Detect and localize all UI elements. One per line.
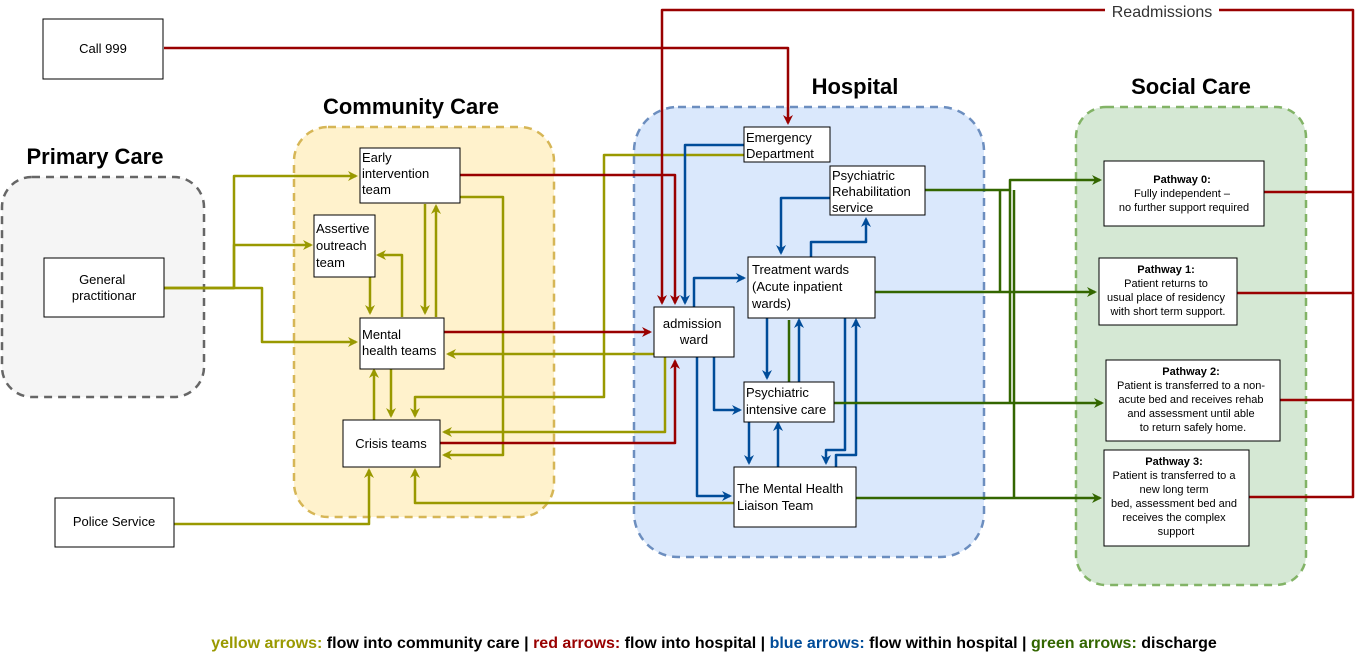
social-care-title: Social Care [1131,74,1251,99]
police-service-label: Police Service [73,514,155,529]
legend-green-desc: discharge [1137,635,1217,652]
arrow-rehab-to-treatment [776,196,830,255]
legend-blue-key: blue arrows: [770,635,865,652]
gp-box [43,257,165,318]
community-care-title: Community Care [323,94,499,119]
arrow-liaison-to-treatment [834,318,861,467]
pathway-0-text: Pathway 0: Fully independent – no furthe… [1119,170,1249,214]
hospital-title: Hospital [812,74,899,99]
assertive-outreach-box [313,214,376,278]
arrow-call999-to-ed [164,46,793,125]
emergency-department-box [743,126,831,163]
arrow-early-to-crisis [442,195,505,460]
psychiatric-rehabilitation-label: Psychiatric Rehabilitation service [832,168,914,215]
call-999-box [42,18,164,80]
legend-red-key: red arrows: [533,635,620,652]
legend-red-desc: flow into hospital [620,635,756,652]
legend-green-key: green arrows: [1031,635,1137,652]
assertive-outreach-label: Assertive outreach team [316,221,373,270]
pathway-3-box [1103,449,1250,547]
arrow-crisis-to-admission [440,359,680,445]
pathway-2-text: Pathway 2: Patient is transferred to a n… [1117,362,1269,434]
treatment-wards-label: Treatment wards (Acute inpatient wards) [751,262,853,311]
pathway-0-box [1103,160,1265,227]
legend-sep-3: | [1018,635,1031,652]
legend-sep-2: | [756,635,769,652]
early-intervention-label: Early intervention team [362,150,433,197]
pathway-1-text: Pathway 1: Patient returns to usual plac… [1107,260,1229,318]
treatment-wards-box [747,256,876,319]
liaison-team-label: The Mental Health Liaison Team [737,481,847,513]
arrow-admission-to-liaison [695,357,732,501]
arrow-treatment-to-liaison [821,318,847,465]
pathway-1-box [1098,257,1238,326]
pathway-2-box [1105,359,1281,442]
psychiatric-intensive-care-label: Psychiatric intensive care [746,385,826,417]
mental-health-teams-box [359,317,445,370]
psychiatric-rehabilitation-box [829,165,926,216]
arrow-admission-to-picu [712,357,742,415]
arrow-readmissions [657,8,1355,305]
legend: yellow arrows: flow into community care … [211,635,1217,652]
primary-care-title: Primary Care [27,144,164,169]
arrow-admission-to-crisis [442,357,667,437]
call-999-label: Call 999 [79,41,127,56]
arrow-ed-to-admission [680,143,744,305]
admission-ward-box [653,306,735,358]
pathway-3-text: Pathway 3: Patient is transferred to a n… [1111,452,1241,538]
mental-health-teams-label: Mental health teams [362,327,437,358]
psychiatric-intensive-care-box [743,381,835,423]
arrow-admission-to-treatment [692,273,746,307]
admission-ward-label: admission ward [663,316,725,347]
arrow-early-to-admission [460,173,680,305]
readmissions-label: Readmissions [1112,4,1212,21]
arrow-liaison-to-crisis [410,468,734,505]
liaison-team-box [733,466,857,528]
arrow-gp-to-mht [164,286,358,347]
legend-blue-desc: flow within hospital [865,635,1018,652]
arrow-readm-p3 [1249,400,1355,499]
police-service-box [54,497,175,548]
legend-yellow-key: yellow arrows: [211,635,322,652]
crisis-teams-box [342,419,441,468]
arrow-mht-to-assertive [376,250,404,317]
emergency-department-label: Emergency Department [746,130,815,161]
legend-sep-1: | [520,635,533,652]
arrow-treatment-to-rehab [809,217,871,257]
crisis-teams-label: Crisis teams [355,436,427,451]
early-intervention-box [359,147,461,204]
legend-yellow-desc: flow into community care [322,635,519,652]
gp-label: General practitionar [72,272,137,303]
arrow-ed-to-crisis [410,153,744,418]
arrow-rehab-discharge-p0 [925,175,1102,192]
readmissions-label-bg [1105,2,1219,20]
arrow-police-to-crisis [174,468,374,526]
